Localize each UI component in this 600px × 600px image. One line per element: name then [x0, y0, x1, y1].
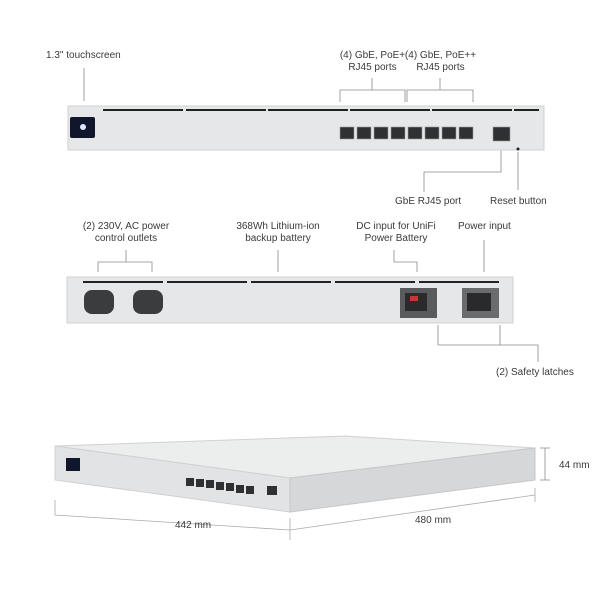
reset-button-label: Reset button	[490, 196, 547, 207]
poe-plus-plus-label-line1: (4) GbE, PoE++	[404, 50, 477, 61]
battery-label: 368Wh Lithium-ion backup battery	[228, 221, 328, 245]
poe-plus-label: (4) GbE, PoE+ RJ45 ports	[335, 50, 410, 74]
ac-outlet	[133, 290, 163, 314]
height-dimension: 44 mm	[559, 460, 590, 471]
ac-outlets-label: (2) 230V, AC power control outlets	[76, 221, 176, 245]
leader-lines	[54, 68, 550, 540]
width-dimension: 442 mm	[175, 520, 212, 531]
poe-plus-plus-label: (4) GbE, PoE++ RJ45 ports	[403, 50, 478, 74]
perspective-view	[54, 435, 536, 513]
rear-panel	[66, 276, 514, 324]
battery-line1: 368Wh Lithium-ion	[236, 221, 320, 232]
battery-line2: backup battery	[245, 233, 311, 244]
poe-plus-plus-label-line2: RJ45 ports	[416, 62, 465, 73]
ac-outlets-line1: (2) 230V, AC power	[82, 221, 170, 232]
dc-input-line2: Power Battery	[364, 233, 428, 244]
dc-input-label: DC input for UniFi Power Battery	[346, 221, 446, 245]
poe-plus-label-line1: (4) GbE, PoE+	[339, 50, 406, 61]
dc-input-line1: DC input for UniFi	[356, 221, 436, 232]
safety-latches-label: (2) Safety latches	[496, 367, 574, 378]
ac-outlet	[84, 290, 114, 314]
touchscreen-label: 1.3" touchscreen	[46, 50, 121, 61]
ac-outlets-line2: control outlets	[94, 233, 158, 244]
depth-dimension: 480 mm	[415, 515, 452, 526]
poe-plus-label-line2: RJ45 ports	[348, 62, 397, 73]
power-input-label: Power input	[458, 221, 511, 232]
power-input	[467, 293, 491, 311]
dc-input	[405, 293, 427, 311]
poe-ports	[339, 126, 511, 142]
gbe-port-label: GbE RJ45 port	[395, 196, 462, 207]
reset-button	[516, 147, 520, 151]
front-panel	[67, 105, 545, 151]
